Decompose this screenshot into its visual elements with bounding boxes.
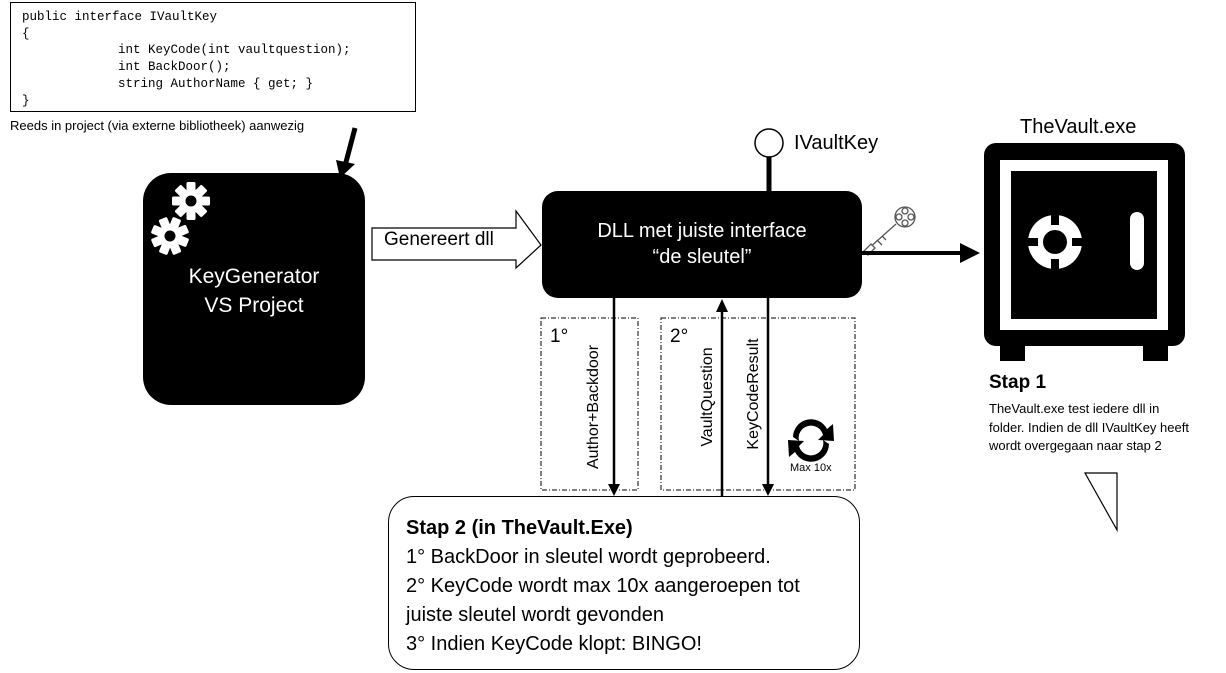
vaultquestion-arrow: [716, 299, 728, 496]
dll-title: DLL met juiste interface: [597, 220, 807, 242]
keygenerator-title: KeyGenerator: [188, 265, 320, 288]
stap1-title: Stap 1: [989, 372, 1047, 393]
code-line: int KeyCode(int vaultquestion);: [118, 43, 351, 58]
step2-number: 2°: [670, 326, 689, 347]
keycoderesult-arrow: [762, 298, 774, 496]
dll-to-vault-arrow: [862, 243, 980, 263]
vaultquestion-label: VaultQuestion: [699, 347, 716, 447]
code-line: int BackDoor();: [118, 60, 231, 75]
genereert-label: Genereert dll: [384, 229, 494, 250]
code-line: }: [22, 93, 30, 108]
author-backdoor-label: Author+Backdoor: [585, 344, 602, 470]
stap2-line: 1° BackDoor in sleutel wordt geprobeerd.: [406, 546, 771, 568]
code-snippet: public interface IVaultKey { int KeyCode(i…: [22, 9, 351, 109]
step1-dashed-box: [540, 317, 639, 491]
interface-lollipop: [754, 128, 784, 192]
keycoderesult-label: KeyCodeResult: [745, 338, 762, 450]
key-icon: [863, 206, 916, 256]
code-line: public interface IVaultKey: [22, 10, 218, 24]
max-10x-label: Max 10x: [790, 462, 832, 474]
code-to-keygen-arrow: [336, 127, 358, 178]
step2-dashed-box: [660, 317, 856, 491]
stap2-box: [388, 496, 860, 670]
dll-label: DLL met juiste interface “de sleutel”: [542, 218, 862, 270]
keygenerator-subtitle: VS Project: [204, 294, 304, 317]
stap2-content: Stap 2 (in TheVault.Exe) 1° BackDoor in …: [406, 514, 800, 659]
stap1-to-stap2-arrow: [1083, 472, 1118, 533]
dll-subtitle: “de sleutel”: [652, 246, 752, 268]
vault-title: TheVault.exe: [1020, 116, 1137, 138]
stap2-line: 3° Indien KeyCode klopt: BINGO!: [406, 633, 702, 655]
stap2-line: juiste sleutel wordt gevonden: [406, 604, 664, 626]
stap2-title: Stap 2 (in TheVault.Exe): [406, 517, 633, 539]
author-backdoor-arrow: [608, 298, 620, 496]
gears-icon: [151, 182, 210, 255]
refresh-icon: [788, 419, 834, 462]
step1-number: 1°: [550, 326, 569, 347]
genereert-arrow: [371, 209, 542, 270]
safe-icon: [984, 143, 1185, 361]
code-caption: Reeds in project (via externe bibliothee…: [10, 118, 305, 133]
code-snippet-box: public interface IVaultKey { int KeyCode(i…: [10, 2, 416, 112]
code-line: string AuthorName { get; }: [118, 76, 314, 91]
stap1-description: TheVault.exe test iedere dll in folder. …: [989, 401, 1189, 453]
interface-label: IVaultKey: [794, 132, 879, 154]
dll-box: [542, 191, 862, 298]
keygenerator-label: KeyGenerator VS Project: [143, 262, 365, 320]
stap2-line: 2° KeyCode wordt max 10x aangeroepen tot: [406, 575, 800, 597]
interface-circle-icon: [754, 128, 784, 158]
code-line: {: [22, 26, 30, 41]
